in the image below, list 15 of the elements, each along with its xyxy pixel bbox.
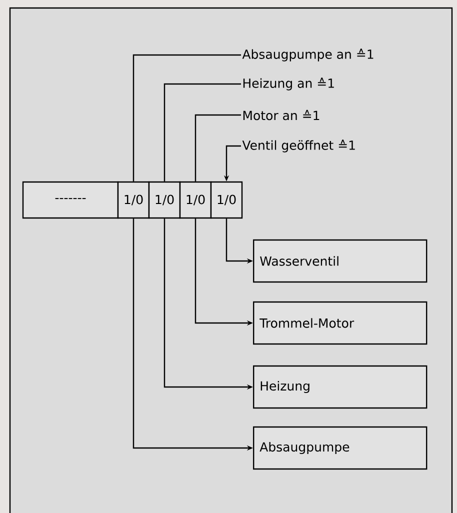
device-box: Heizung — [253, 365, 428, 409]
connector-line — [194, 114, 241, 182]
device-box: Trommel-Motor — [253, 301, 428, 345]
register-cell: 1/0 — [148, 181, 181, 219]
connector-line — [164, 83, 241, 182]
register-cell: 1/0 — [179, 181, 212, 219]
label-text: Heizung an ≙1 — [243, 78, 334, 90]
label-text: Ventil geöffnet ≙1 — [242, 140, 355, 152]
device-box: Absaugpumpe — [253, 426, 428, 470]
connector-line — [132, 54, 241, 182]
device-box: Wasserventil — [253, 239, 428, 283]
register-cell: 1/0 — [117, 181, 150, 219]
label-text: Absaugpumpe an ≙1 — [242, 48, 374, 62]
label-text: Motor an ≙1 — [243, 110, 320, 120]
register-cell: 1/0 — [210, 181, 243, 219]
